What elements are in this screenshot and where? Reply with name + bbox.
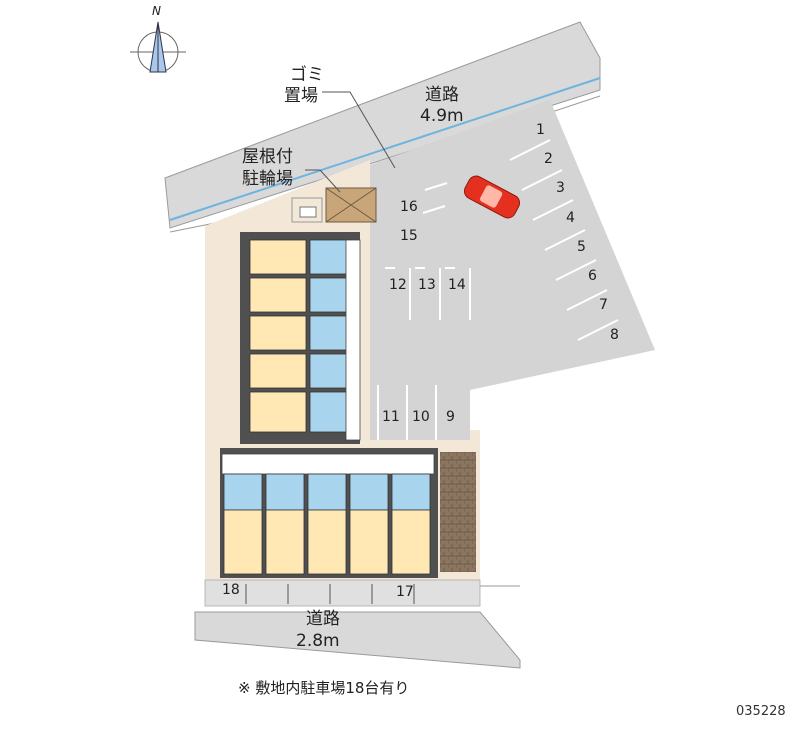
parking-number: 3 (556, 180, 565, 196)
road-top (164, 21, 601, 229)
road-bottom-width: 2.8m (296, 631, 340, 651)
parking-note: ※ 敷地内駐車場18台有り (238, 679, 410, 697)
parking-number: 9 (446, 409, 455, 425)
garbage-label-line2: 置場 (284, 86, 318, 106)
road-bottom (194, 611, 521, 669)
parking-number: 4 (566, 210, 575, 226)
parking-strip-bottom (204, 579, 481, 607)
bike-label-line2: 駐輪場 (242, 169, 293, 189)
parking-number: 1 (536, 122, 545, 138)
parking-number: 6 (588, 268, 597, 284)
compass-icon (130, 21, 186, 73)
parking-number: 7 (599, 297, 608, 313)
parking-number: 11 (382, 409, 400, 425)
garbage-area (299, 206, 317, 218)
parking-number: 12 (389, 277, 407, 293)
parking-number: 8 (610, 327, 619, 343)
upper-units (249, 239, 351, 433)
compass-north-letter: N (152, 4, 161, 18)
car-icon (463, 175, 521, 219)
road-top-name: 道路 (425, 85, 459, 105)
parking-number: 18 (222, 582, 240, 598)
parking-lot (370, 100, 655, 440)
parking-number: 17 (396, 584, 414, 600)
parking-number: 13 (418, 277, 436, 293)
parking-number: 16 (400, 199, 418, 215)
road-top-width: 4.9m (420, 106, 464, 126)
road-bottom-name: 道路 (306, 609, 340, 629)
parking-number: 2 (544, 151, 553, 167)
parking-number: 5 (577, 239, 586, 255)
lower-units (223, 473, 431, 575)
property-code: 035228 (736, 704, 786, 719)
bike-label-line1: 屋根付 (242, 147, 293, 167)
parking-number: 10 (412, 409, 430, 425)
paved-walkway (440, 452, 476, 572)
parking-number: 14 (448, 277, 466, 293)
parking-number: 15 (400, 228, 418, 244)
garbage-label-line1: ゴミ (290, 65, 324, 85)
